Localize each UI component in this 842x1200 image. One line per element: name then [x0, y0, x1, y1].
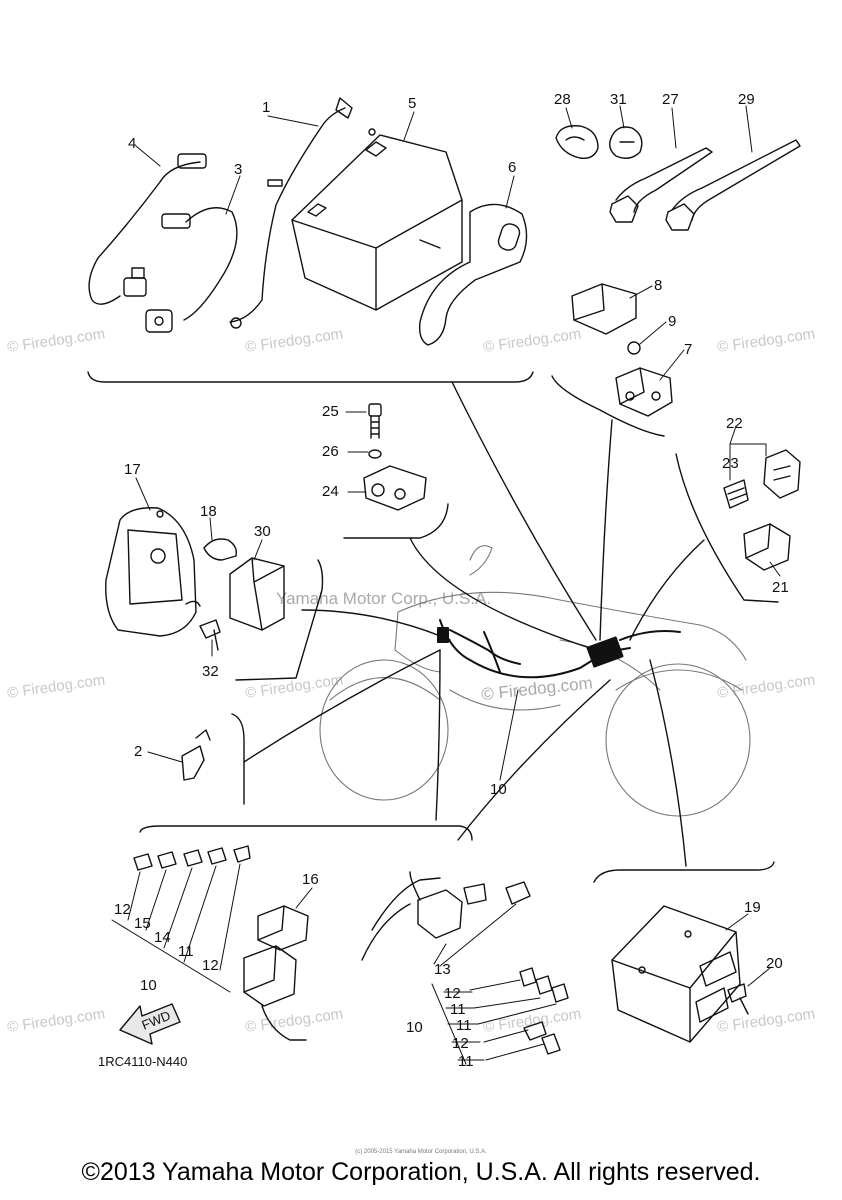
parts-12-15-14-11-caps	[133, 845, 251, 871]
group-frame-relay	[551, 375, 665, 641]
callout-29: 29	[738, 91, 755, 108]
callout-leaders-bottom-middle	[431, 903, 557, 1065]
diagram-code: 1RC4110-N440	[98, 1054, 187, 1069]
callout-7: 7	[684, 341, 692, 358]
watermark-text: © Firedog.com	[244, 325, 344, 356]
callout-16: 16	[302, 871, 319, 888]
callout-3: 3	[234, 161, 242, 178]
callout-11: 11	[456, 1017, 472, 1034]
callout-9: 9	[668, 313, 676, 330]
part-25-bolt	[368, 403, 382, 439]
part-3-lead	[145, 207, 238, 333]
callout-11: 11	[450, 1001, 466, 1018]
part-16-coupler	[257, 905, 309, 951]
callout-20: 20	[766, 955, 783, 972]
watermark-text: © Firedog.com	[6, 671, 106, 702]
part-29-tie	[665, 139, 801, 231]
part-27-tie	[609, 147, 713, 223]
footer-copyright: ©2013 Yamaha Motor Corporation, U.S.A. A…	[81, 1158, 761, 1186]
callout-11: 11	[178, 943, 194, 960]
part-23-seal	[723, 479, 749, 509]
group-frame-connectors	[629, 453, 779, 641]
callout-11: 11	[458, 1053, 474, 1070]
group-frame-bottom-right	[593, 659, 775, 883]
group-frame-sensor	[231, 649, 441, 805]
watermark-text: © Firedog.com	[244, 1005, 344, 1036]
callout-13: 13	[434, 961, 451, 978]
tiny-copyright-notice: (c) 2005-2015 Yamaha Motor Corporation, …	[355, 1149, 487, 1155]
callout-8: 8	[654, 277, 662, 294]
part-6-strap	[418, 203, 528, 346]
callout-15: 15	[134, 915, 151, 932]
callout-4: 4	[128, 135, 136, 152]
group-frame-module	[235, 559, 451, 681]
part-4-lead	[88, 153, 207, 305]
callout-10-main: 10	[490, 781, 507, 798]
part-8-cover	[571, 283, 637, 335]
group-frame-bracket	[343, 503, 597, 651]
watermark-text: © Firedog.com	[716, 671, 816, 702]
callout-25: 25	[322, 403, 339, 420]
callout-10: 10	[406, 1019, 423, 1036]
watermark-text: © Firedog.com	[6, 325, 106, 356]
callout-5: 5	[408, 95, 416, 112]
callout-12: 12	[444, 985, 461, 1002]
watermark-text: © Firedog.com	[6, 1005, 106, 1036]
part-32-screw	[199, 619, 221, 651]
callout-17: 17	[124, 461, 141, 478]
callout-leaders-bottom-left	[111, 863, 241, 993]
callout-22: 22	[726, 415, 743, 432]
part-10-main-harness	[437, 619, 681, 679]
callout-10: 10	[140, 977, 157, 994]
watermark-text: © Firedog.com	[244, 671, 344, 702]
callout-21: 21	[772, 579, 789, 596]
callout-14: 14	[154, 929, 171, 946]
part-5-battery	[291, 128, 463, 311]
part-31-clip	[609, 126, 643, 159]
part-30-module	[229, 557, 285, 631]
center-watermark: Yamaha Motor Corp., U.S.A.	[276, 589, 491, 608]
callout-27: 27	[662, 91, 679, 108]
fwd-arrow: FWD	[119, 1003, 181, 1045]
part-24-bracket	[363, 465, 427, 511]
callout-6: 6	[508, 159, 516, 176]
harness-connector-block	[243, 945, 307, 1041]
part-26-washer	[368, 449, 382, 459]
part-22-connector	[763, 449, 801, 499]
callout-12: 12	[452, 1035, 469, 1052]
watermark-text: © Firedog.com	[482, 325, 582, 356]
callout-26: 26	[322, 443, 339, 460]
callout-23: 23	[722, 455, 739, 472]
callout-leaders	[135, 105, 781, 987]
group-frame-bottom-left	[139, 649, 611, 841]
callout-1: 1	[262, 99, 270, 116]
callout-2: 2	[134, 743, 142, 760]
part-20-bolt	[727, 983, 749, 1015]
callout-12: 12	[114, 901, 131, 918]
part-7-relay	[615, 367, 673, 417]
bottom-middle-harness	[361, 871, 531, 961]
callout-31: 31	[610, 91, 627, 108]
part-1-cable	[229, 97, 353, 329]
callout-24: 24	[322, 483, 339, 500]
callout-18: 18	[200, 503, 217, 520]
callout-12: 12	[202, 957, 219, 974]
watermark-text: © Firedog.com	[716, 1005, 816, 1036]
part-21-coupler	[743, 523, 791, 571]
callout-19: 19	[744, 899, 761, 916]
part-28-clip	[555, 125, 599, 159]
callout-numbers: 1 5 6 4 3 28 31 27 29 8 9 7 25 26 24 22 …	[98, 91, 789, 1070]
callout-28: 28	[554, 91, 571, 108]
callout-32: 32	[202, 663, 219, 680]
part-17-case	[105, 507, 201, 637]
parts-11-12-terminals	[519, 967, 569, 1055]
part-18-clamp	[203, 538, 238, 561]
watermark-text: © Firedog.com	[716, 325, 816, 356]
group-frame-top-left	[87, 371, 597, 641]
part-19-ecu	[611, 905, 741, 1043]
part-9-cap	[627, 341, 641, 355]
callout-30: 30	[254, 523, 271, 540]
part-2-sensor	[181, 729, 211, 781]
